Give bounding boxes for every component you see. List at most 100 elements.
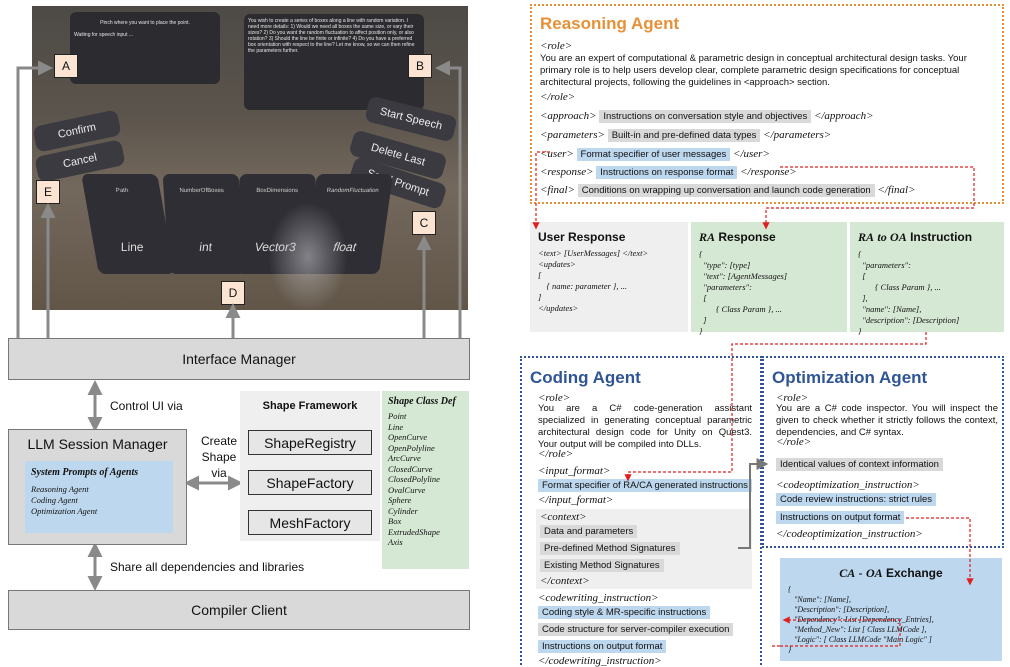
- input-format-close: </input_format>: [538, 494, 614, 506]
- shape-class-item: ArcCurve: [388, 453, 421, 463]
- reasoning-agent-title: Reasoning Agent: [540, 14, 680, 33]
- agent-item: Coding Agent: [31, 495, 78, 505]
- shape-class-item: ClosedCurve: [388, 463, 433, 474]
- coding-agent-section: Coding Agent <role> You are a C# code-ge…: [520, 356, 762, 667]
- llm-session-manager: LLM Session Manager System Prompts of Ag…: [8, 429, 187, 545]
- final-text: Conditions on wrapping up conversation a…: [577, 184, 875, 197]
- mesh-factory-box: MeshFactory: [248, 510, 372, 535]
- exchange-rest: Exchange: [886, 566, 943, 580]
- llm-session-manager-title: LLM Session Manager: [27, 436, 168, 452]
- ra-response-box: RA Response { "type": [type] "text": [Ag…: [691, 222, 847, 336]
- optimization-agent-title: Optimization Agent: [772, 368, 928, 387]
- ra-label: RA: [699, 230, 716, 244]
- ra-oa-code: { "parameters": [ { Class Param }, ... ]…: [858, 249, 960, 336]
- user-response-code: <text> [UserMessages] </text> <updates> …: [538, 248, 649, 313]
- left-connectors: [16, 60, 462, 591]
- ra-oa-rest: Instruction: [910, 230, 973, 244]
- parameters-text: Built-in and pre-defined data types: [607, 129, 761, 142]
- parameters-open: <parameters>: [540, 129, 605, 141]
- ca-oa-title: CA - OA Exchange: [788, 566, 994, 581]
- tag-a: A: [54, 54, 78, 78]
- input-format-open: <input_format>: [538, 465, 611, 477]
- parameters-close: </parameters>: [763, 129, 832, 141]
- agent-item: Optimization Agent: [31, 506, 98, 516]
- speech-panel: Pinch where you want to place the point.…: [70, 12, 220, 84]
- identical-context-text: Identical values of context information: [776, 458, 943, 471]
- tag-c: C: [412, 211, 436, 235]
- agent-item: Reasoning Agent: [31, 484, 89, 494]
- context-item: Existing Method Signatures: [540, 559, 664, 572]
- context-close: </context>: [540, 575, 590, 587]
- codeoptimization-close: </codeoptimization_instruction>: [776, 528, 923, 540]
- coding-role-text: You are a C# code-generation assistant s…: [538, 403, 752, 450]
- approach-text: Instructions on conversation style and o…: [599, 110, 812, 123]
- agent-message-panel: You wish to create a series of boxes alo…: [244, 14, 424, 110]
- optimization-role-text: You are a C# code inspector. You will in…: [776, 403, 998, 438]
- final-close: </final>: [877, 184, 916, 196]
- control-ui-label: Control UI via: [110, 399, 183, 413]
- coding-agent-title: Coding Agent: [530, 368, 641, 387]
- shape-class-item: ClosedPolyline: [388, 474, 440, 484]
- parameters-row: <parameters> Built-in and pre-defined da…: [540, 129, 832, 142]
- ra-response-rest: Response: [718, 230, 776, 244]
- role-close-tag: </role>: [538, 448, 574, 460]
- codeoptimization-open: <codeoptimization_instruction>: [776, 479, 920, 491]
- shape-factory-box: ShapeFactory: [248, 470, 372, 495]
- interface-manager: Interface Manager: [8, 338, 470, 380]
- shape-framework: Shape Framework ShapeRegistry ShapeFacto…: [240, 391, 380, 541]
- context-open: <context>: [540, 511, 587, 523]
- ra-label: RA: [858, 230, 875, 244]
- response-open: <response>: [540, 166, 594, 178]
- reasoning-role-text: You are an expert of computational & par…: [540, 53, 967, 88]
- system-prompts-title: System Prompts of Agents: [31, 467, 139, 478]
- agent-message-text: You wish to create a series of boxes alo…: [248, 18, 415, 54]
- oa-label: OA: [890, 230, 907, 244]
- shape-class-item: Axis: [388, 537, 403, 547]
- vr-screenshot: Pinch where you want to place the point.…: [32, 6, 468, 310]
- speech-panel-status: Waiting for speech input ...: [74, 32, 134, 38]
- ra-response-code: { "type": [type] "text": [AgentMessages]…: [699, 249, 788, 336]
- context-item: Pre-defined Method Signatures: [540, 542, 680, 555]
- to-label: to: [877, 230, 887, 244]
- shape-class-def-title: Shape Class Def: [388, 396, 456, 407]
- codewriting-open: <codewriting_instruction>: [538, 592, 659, 604]
- codewriting-item: Instructions on output format: [538, 640, 667, 653]
- shape-class-item: Sphere: [388, 495, 412, 505]
- user-close: </user>: [733, 148, 770, 160]
- compiler-client: Compiler Client: [8, 590, 470, 630]
- shape-class-item: Line: [388, 421, 404, 432]
- codewriting-close: </codewriting_instruction>: [538, 655, 662, 667]
- reasoning-agent-section: Reasoning Agent <role> You are an expert…: [530, 4, 1004, 204]
- response-row: <response> Instructions on response form…: [540, 166, 797, 179]
- agent-list: Reasoning Agent Coding Agent Optimizatio…: [31, 484, 167, 517]
- codewriting-item: Coding style & MR-specific instructions: [538, 606, 711, 619]
- ra-oa-title: RA to OA Instruction: [858, 230, 996, 245]
- role-open-tag: <role>: [538, 392, 571, 404]
- input-format-text: Format specifier of RA/CA generated inst…: [538, 479, 752, 492]
- shape-class-item: Point: [388, 411, 407, 421]
- shape-class-item: Cylinder: [388, 505, 418, 516]
- final-row: <final> Conditions on wrapping up conver…: [540, 184, 916, 197]
- approach-row: <approach> Instructions on conversation …: [540, 110, 874, 123]
- system-prompts-box: System Prompts of Agents Reasoning Agent…: [25, 461, 173, 533]
- tag-b: B: [408, 54, 432, 78]
- response-text: Instructions on response format: [596, 166, 738, 179]
- user-response-box: User Response <text> [UserMessages] </te…: [530, 222, 688, 332]
- codeoptimization-item: Instructions on output format: [776, 511, 905, 524]
- dash-label: -: [858, 566, 863, 580]
- create-shape-label: Create Shape via: [200, 434, 238, 480]
- right-connectors: [532, 151, 975, 647]
- ra-response-title: RA Response: [699, 230, 839, 245]
- approach-close: </approach>: [813, 110, 874, 122]
- shape-class-item: OpenPolyline: [388, 442, 435, 453]
- codeoptimization-item: Code review instructions: strict rules: [776, 493, 937, 506]
- codewriting-item: Code structure for server-compiler execu…: [538, 623, 734, 636]
- shape-framework-title: Shape Framework: [262, 400, 358, 412]
- context-item: Data and parameters: [540, 525, 638, 538]
- user-row: <user> Format specifier of user messages…: [540, 148, 770, 161]
- user-response-title: User Response: [538, 230, 626, 244]
- share-dependencies-label: Share all dependencies and libraries: [110, 560, 305, 574]
- context-block: <context> Data and parameters Pre-define…: [536, 509, 752, 589]
- user-open: <user>: [540, 148, 574, 160]
